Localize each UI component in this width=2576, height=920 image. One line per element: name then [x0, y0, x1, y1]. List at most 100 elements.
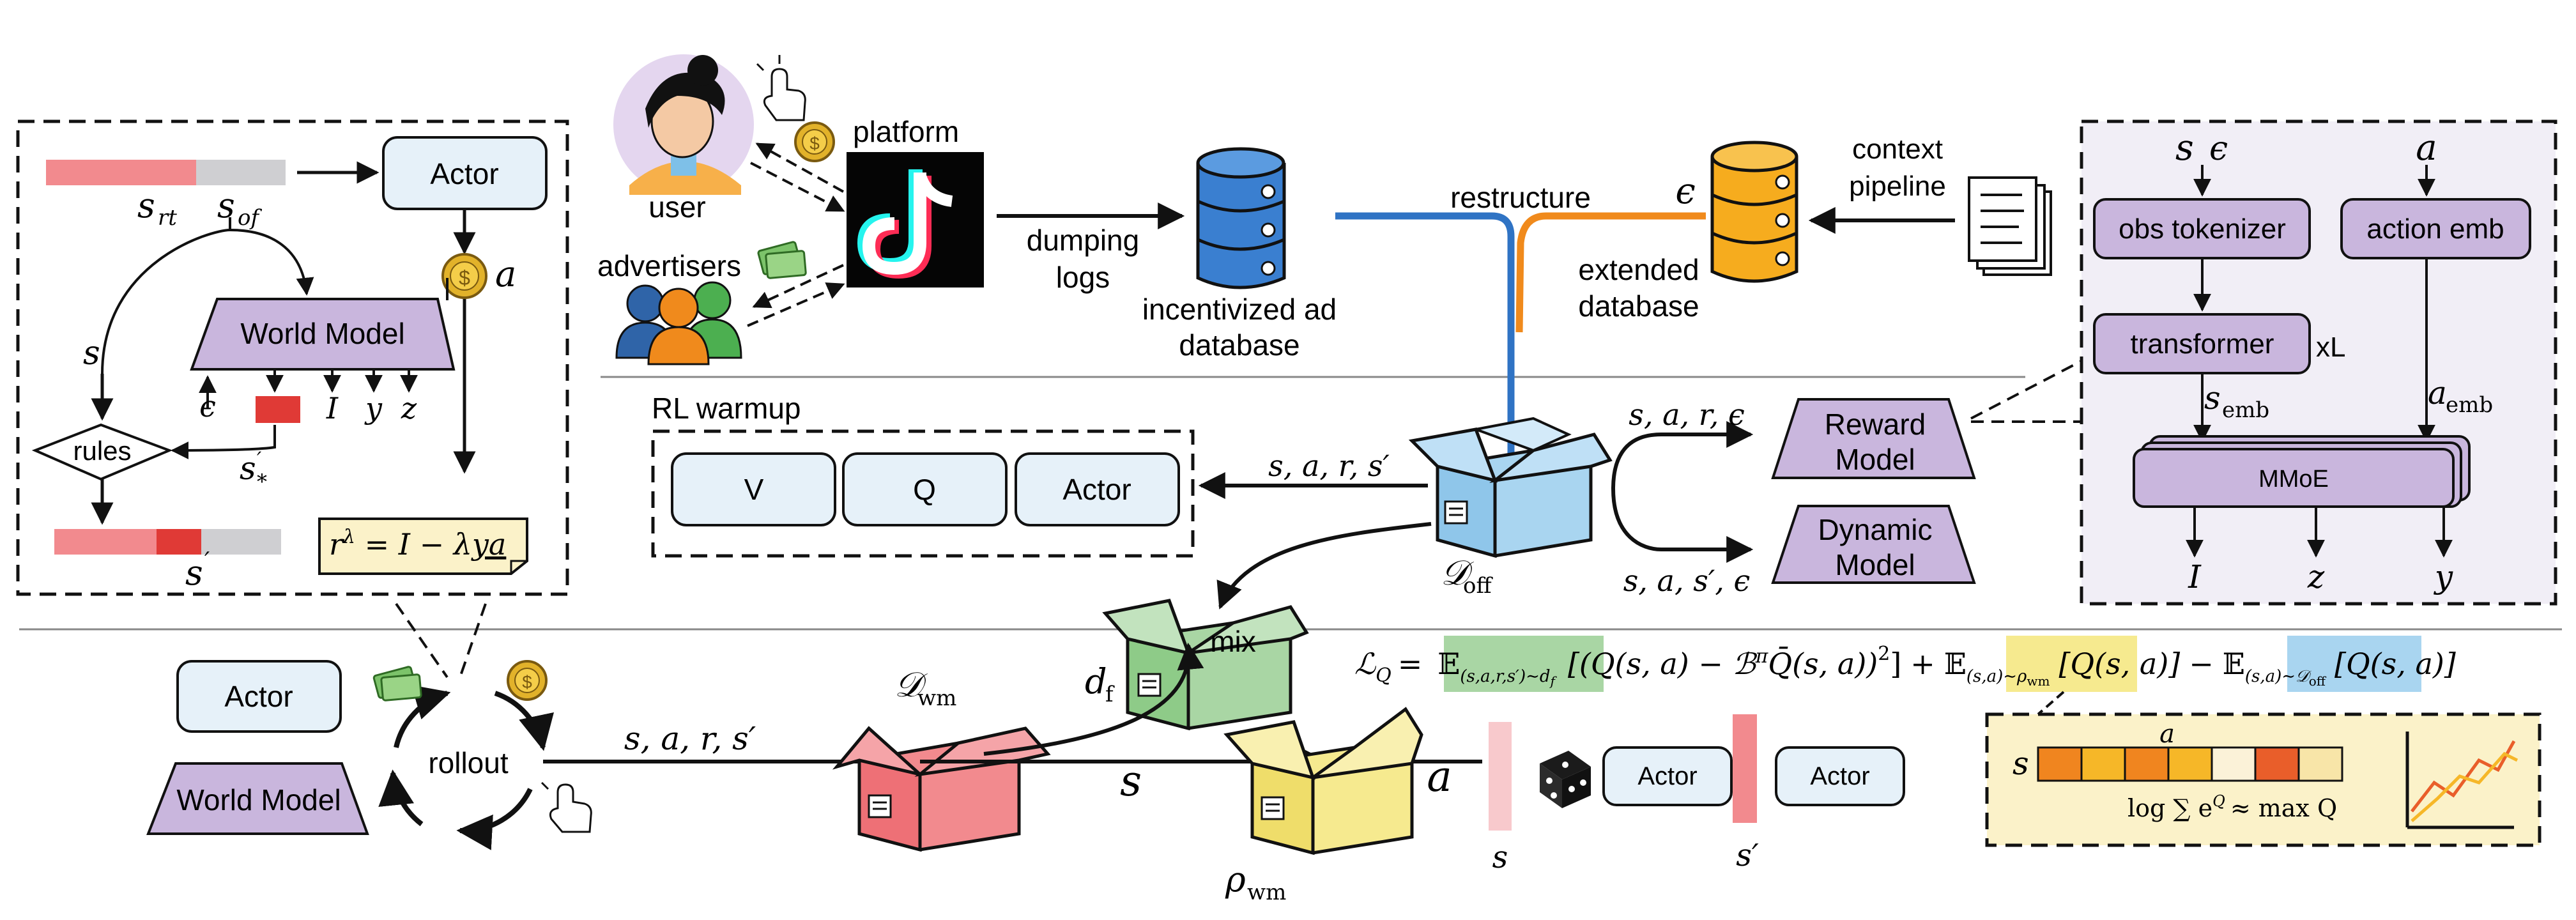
- extended-label: extended: [1578, 253, 1699, 286]
- incentivized-label: incentivized ad: [1142, 293, 1337, 326]
- state-bar-rt: [46, 160, 196, 185]
- mmoe-node[interactable]: [2133, 448, 2455, 508]
- database-icon[interactable]: [1710, 141, 1798, 283]
- reward-model-node[interactable]: [1771, 398, 1976, 479]
- arrow-dwm-to-mix: [983, 642, 1204, 756]
- coin-icon: $: [441, 253, 487, 299]
- bottom-actor1-node[interactable]: [1602, 746, 1733, 806]
- extended-database-label: database: [1578, 289, 1699, 323]
- logsum-text: log ∑ e: [2128, 794, 2212, 822]
- bottom-actor2-node[interactable]: [1775, 746, 1905, 806]
- dynamic-model-label-2: Model: [1835, 548, 1915, 581]
- blue-restructure-flow: [1335, 212, 1515, 466]
- bottom-world-model-label: World Model: [176, 783, 341, 816]
- dumping-label: dumping: [1027, 224, 1139, 257]
- loss-equation: ℒQ=𝔼(s,a,r,s′)∼df[(Q(s, a) − ℬπQ̄(s, a))…: [1354, 643, 2456, 689]
- coin-icon: $: [507, 660, 548, 701]
- dashed-link-left-panel-2: [459, 603, 487, 678]
- rl-warmup-label: RL warmup: [652, 392, 801, 425]
- arrow-doff-to-mix: [1216, 522, 1432, 610]
- inset-s-label: s: [2012, 745, 2029, 782]
- bottom-actor2-label: Actor: [1810, 762, 1869, 790]
- dashed-link-reward-model: [1970, 360, 2082, 420]
- dynamic-model-node[interactable]: [1771, 505, 1976, 584]
- rho-wm-sub: wm: [1247, 880, 1286, 905]
- s-prime-sup: ′: [204, 548, 210, 574]
- left-world-model-node[interactable]: [190, 298, 456, 371]
- state-bar-of: [196, 160, 286, 185]
- s-prime-bar-label: s′: [1736, 838, 1759, 873]
- box-icon: [1102, 599, 1309, 731]
- rho-wm-label: ρ: [1225, 859, 1246, 900]
- user-avatar-icon: [613, 54, 754, 195]
- database-icon[interactable]: [1196, 147, 1286, 289]
- logsum-sup: Q: [2212, 792, 2225, 810]
- rollout-label: rollout: [428, 746, 509, 779]
- coin-icon: $: [794, 121, 835, 162]
- q-value-heat-strip: [2037, 746, 2343, 782]
- loss-lhs: ℒ: [1354, 647, 1376, 681]
- s-of-sub: of: [238, 205, 262, 231]
- loss-bellman: [(Q(s, a) − ℬ: [1568, 647, 1758, 681]
- logsum-approx: ≈ max Q: [2230, 794, 2337, 822]
- bottom-s-label: s: [1120, 756, 1142, 806]
- arrow-platform-to-advertisers: [752, 264, 844, 309]
- reward-r: r: [329, 527, 345, 562]
- bottom-actor1-label: Actor: [1637, 762, 1697, 790]
- arrow-user-to-platform: [750, 162, 845, 212]
- next-state-gray: [201, 529, 281, 555]
- tiktok-logo-icon[interactable]: [847, 152, 984, 288]
- loss-e1: 𝔼: [1438, 647, 1460, 681]
- arrow-doff-to-dynamic: [1611, 488, 1754, 563]
- logsum-label: log ∑ eQ ≈ max Q: [2128, 792, 2337, 822]
- wm-out-i: I: [326, 391, 339, 425]
- svg-text:$: $: [522, 672, 532, 692]
- bottom-row: Actor World Model rollout $ s, a, r, s′: [146, 522, 2542, 905]
- pointer-hand-icon: [540, 781, 592, 833]
- loss-e1-sub: (s,a,r,s′)∼d: [1460, 667, 1550, 686]
- reward-formula: rλ = I − λya: [329, 526, 506, 562]
- s-star-label: s: [240, 450, 256, 487]
- wm-out-y: y: [364, 391, 383, 425]
- money-icon: [757, 241, 807, 279]
- platform-label: platform: [853, 115, 959, 148]
- bottom-world-model-node[interactable]: [146, 762, 369, 835]
- bottom-actor-node[interactable]: [176, 660, 342, 733]
- bottom-sars-label: s, a, r, s′: [624, 720, 756, 757]
- loss-e3: 𝔼: [2223, 647, 2245, 681]
- reward-formula-box: [318, 518, 528, 575]
- q-node[interactable]: [842, 452, 1008, 526]
- rp-out-y: y: [2434, 558, 2453, 595]
- arrow-platform-to-user: [755, 142, 844, 193]
- dice-icon: [1540, 751, 1591, 808]
- database-label: database: [1179, 328, 1300, 362]
- loss-bellman-close: ]: [1890, 647, 1901, 681]
- warmup-actor-node[interactable]: [1015, 452, 1180, 526]
- loss-e3-sub: (s,a)∼𝒟: [2245, 667, 2312, 686]
- next-state-red: [157, 529, 201, 555]
- loss-e2: 𝔼: [1944, 647, 1966, 681]
- d-f-sub: f: [1105, 682, 1115, 707]
- reward-model-label-1: Reward: [1825, 408, 1926, 441]
- arrow-doff-to-reward: [1611, 421, 1754, 489]
- sase-label: s, a, s′, ϵ: [1623, 564, 1751, 598]
- s-of-label: s: [217, 185, 235, 226]
- box-icon: [832, 726, 1051, 852]
- loss-bellman-sq: 2: [1878, 643, 1890, 665]
- rules-label: rules: [73, 436, 131, 466]
- dynamic-model-label-1: Dynamic: [1818, 513, 1933, 546]
- loss-eq: =: [1398, 647, 1423, 681]
- pointer-hand-icon: [756, 55, 806, 121]
- context-label: context: [1852, 134, 1943, 165]
- v-node[interactable]: [671, 452, 836, 526]
- wm-out-eps: ϵ: [199, 389, 216, 424]
- inset-a-label: a: [2159, 719, 2175, 749]
- money-icon: [372, 666, 422, 702]
- loss-hl-yellow: [2006, 636, 2137, 692]
- loss-lhs-sub: Q: [1376, 664, 1392, 687]
- next-state-pink: [54, 529, 157, 555]
- action-emb-node[interactable]: [2340, 198, 2531, 259]
- d-wm-sub: wm: [917, 686, 956, 711]
- orange-restructure-flow: [1515, 212, 1706, 333]
- loss-bellman-rest: Q̄(s, a)): [1768, 646, 1878, 681]
